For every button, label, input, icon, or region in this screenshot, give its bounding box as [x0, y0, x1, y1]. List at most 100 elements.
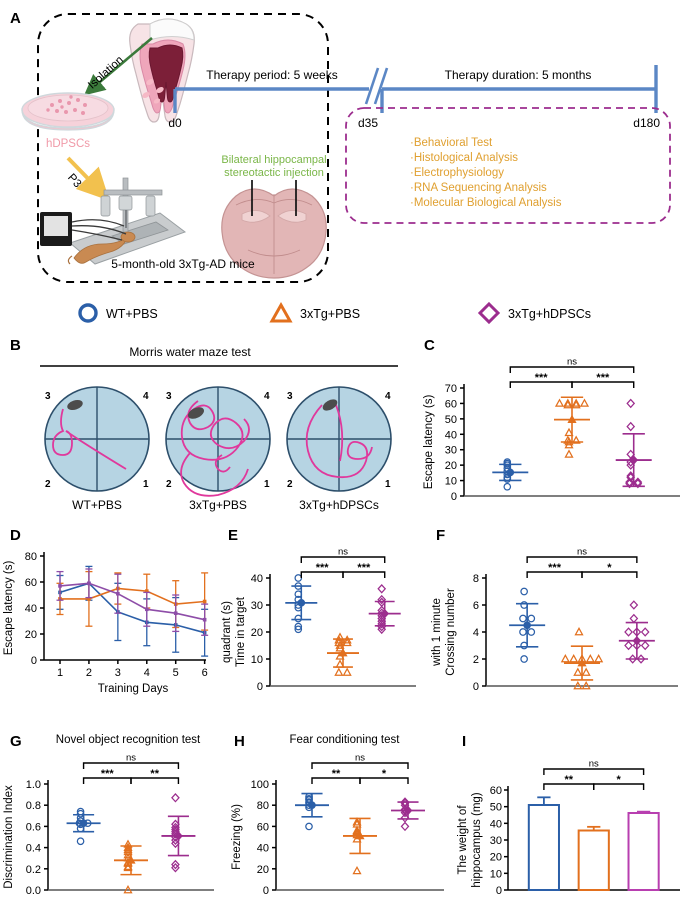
- hdpscs-label: hDPSCs: [46, 138, 90, 150]
- data-point-marker: [626, 398, 636, 409]
- data-point-marker: [527, 614, 536, 623]
- data-point-marker: [574, 627, 584, 636]
- significance-label: **: [150, 768, 159, 780]
- quadrant-label: 1: [143, 479, 149, 490]
- data-point-marker: [571, 399, 581, 409]
- y-tick-label: 0.6: [26, 821, 41, 833]
- y-tick-label: 0: [257, 681, 263, 693]
- x-tick-label: 1: [57, 667, 63, 679]
- y-axis-label: quadrant (s): [221, 601, 233, 663]
- significance-bracket: ns: [526, 547, 638, 563]
- data-point-marker: [624, 627, 633, 637]
- y-tick-label: 0: [451, 491, 457, 503]
- maze-3xtg-hdpscs: 3 4 2 1 3xTg+hDPSCs: [286, 386, 392, 512]
- data-point-marker: [377, 584, 387, 594]
- data-point-marker: [144, 607, 149, 612]
- data-point-marker: [173, 611, 178, 615]
- y-tick-label: 6: [473, 600, 479, 612]
- bracket-path: [342, 571, 386, 578]
- data-point-marker: [352, 817, 362, 826]
- d35-label: d35: [358, 116, 378, 130]
- y-tick-label: 20: [445, 460, 457, 472]
- legend-item-3xtg-hdpscs: 3xTg+hDPSCs: [477, 301, 591, 325]
- x-axis-label: Training Days: [98, 683, 169, 695]
- bar: [527, 804, 560, 891]
- data-point-marker: [629, 613, 639, 624]
- triangle-marker-icon: [269, 301, 293, 323]
- analysis-item: ·Histological Analysis: [410, 152, 518, 164]
- data-point-marker: [564, 427, 574, 437]
- analysis-item: ·Molecular Biological Analysis: [410, 197, 562, 209]
- data-point-marker: [577, 658, 587, 667]
- y-tick-label: 0.8: [26, 800, 41, 812]
- x-tick-label: 2: [86, 667, 92, 679]
- data-point-marker: [334, 667, 344, 676]
- significance-label: ns: [577, 547, 587, 558]
- data-point-marker: [585, 654, 595, 663]
- bracket-path: [526, 556, 638, 563]
- panel-g-letter: G: [10, 733, 22, 750]
- y-tick-label: 2: [473, 654, 479, 666]
- data-point-marker: [523, 621, 531, 630]
- injection-label-line2: stereotactic injection: [224, 167, 324, 179]
- data-point-marker: [294, 622, 303, 631]
- therapy-duration-label: Therapy duration: 5 months: [445, 68, 592, 82]
- quadrant-label: 2: [287, 479, 293, 490]
- timeline: [173, 65, 658, 113]
- significance-label: ns: [338, 547, 348, 558]
- panel-a-letter: A: [10, 10, 21, 27]
- bracket-path: [571, 381, 635, 388]
- quadrant-label: 4: [385, 391, 391, 402]
- data-point-marker: [564, 449, 574, 458]
- bracket-path: [311, 762, 409, 769]
- p3-arrow: [66, 156, 110, 201]
- y-axis-label: The weight of: [457, 805, 469, 875]
- bar: [627, 812, 660, 891]
- legend-label: 3xTg+hDPSCs: [508, 307, 591, 321]
- data-point-marker: [202, 599, 207, 604]
- analysis-list: ·Behavioral Test ·Histological Analysis …: [410, 137, 562, 209]
- panel-b-title: Morris water maze test: [129, 345, 251, 359]
- scatter-group: [343, 817, 377, 875]
- p3-label: P3: [65, 172, 83, 190]
- scatter-group: [161, 793, 196, 873]
- y-tick-label: 70: [445, 383, 457, 395]
- data-point-marker: [626, 421, 636, 432]
- data-point-marker: [628, 654, 638, 664]
- x-tick-label: 5: [173, 667, 179, 679]
- data-point-marker: [144, 589, 149, 593]
- data-point-marker: [342, 667, 352, 676]
- y-tick-label: 0: [31, 655, 37, 667]
- data-point-marker: [294, 625, 303, 634]
- data-point-marker: [527, 628, 536, 636]
- bracket-path: [509, 366, 635, 373]
- analysis-item: ·Electrophysiology: [410, 167, 504, 179]
- bracket-path: [581, 571, 638, 578]
- data-point-marker: [629, 455, 639, 465]
- data-point-marker: [569, 654, 579, 663]
- line-series: [56, 565, 209, 657]
- significance-label: ns: [126, 753, 136, 764]
- y-tick-label: 100: [251, 779, 269, 791]
- y-axis-label: Discrimination Index: [3, 785, 15, 889]
- x-tick-label: 4: [144, 667, 150, 679]
- significance-bracket: ***: [571, 372, 635, 388]
- significance-label: *: [382, 768, 387, 780]
- bracket-path: [359, 777, 409, 784]
- legend-item-wt-pbs: WT+PBS: [78, 303, 158, 323]
- y-tick-label: 0.2: [26, 864, 41, 876]
- bar-group: [527, 796, 560, 891]
- significance-label: ***: [101, 768, 115, 780]
- maze-label: 3xTg+hDPSCs: [299, 498, 379, 512]
- data-point-marker: [123, 885, 133, 894]
- y-tick-label: 30: [445, 445, 457, 457]
- significance-label: **: [332, 768, 341, 780]
- isolation-arrow: [84, 37, 153, 96]
- data-point-marker: [573, 667, 583, 676]
- y-tick-label: 10: [445, 476, 457, 488]
